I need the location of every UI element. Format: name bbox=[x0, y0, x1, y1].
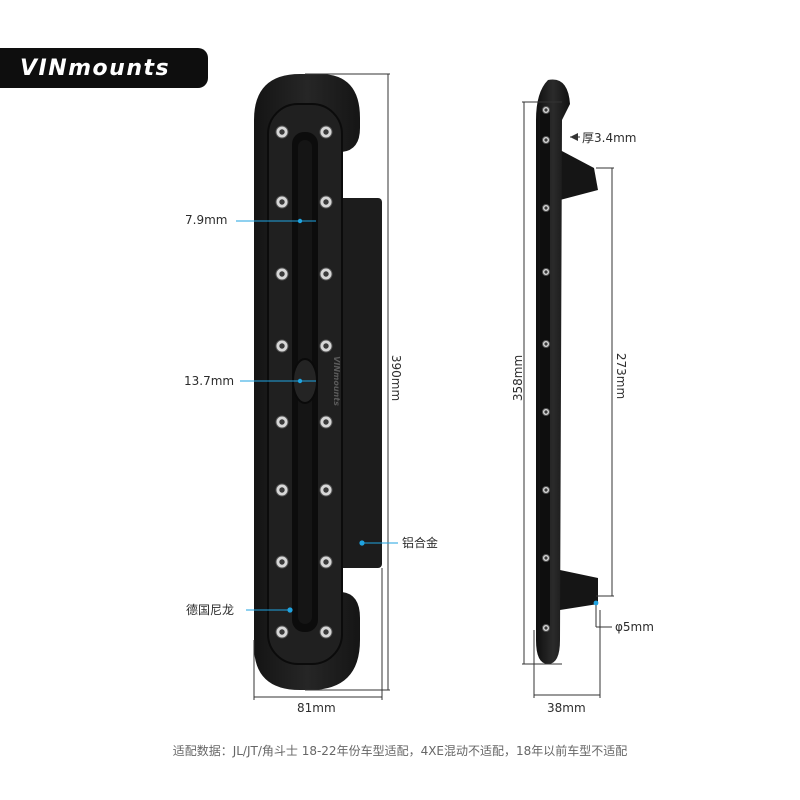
thickness-arrow bbox=[570, 133, 578, 141]
material-alloy-label: 铝合金 bbox=[402, 536, 439, 550]
bolt-icon-socket bbox=[323, 199, 329, 205]
material-nylon-label: 德国尼龙 bbox=[186, 603, 235, 617]
slot-center-label: 13.7mm bbox=[184, 374, 235, 388]
bolt-icon-socket bbox=[279, 271, 285, 277]
bolt-icon-socket bbox=[279, 487, 285, 493]
side-bolt-icon-socket bbox=[544, 488, 548, 492]
leader-dots-left bbox=[287, 218, 365, 613]
height-label: 390mm bbox=[389, 354, 404, 402]
bolt-icon-socket bbox=[279, 129, 285, 135]
compatibility-note: 适配数据：JL/JT/角斗士 18-22年份车型适配，4XE混动不适配，18年以… bbox=[172, 744, 628, 758]
bolt-icon-socket bbox=[279, 419, 285, 425]
bolt-icon-socket bbox=[323, 271, 329, 277]
bolt-icon-socket bbox=[279, 629, 285, 635]
side-bolt-icon-socket bbox=[544, 342, 548, 346]
side-bolt-icon-socket bbox=[544, 410, 548, 414]
bolt-icon-socket bbox=[323, 129, 329, 135]
outer-length-label: 358mm bbox=[511, 354, 526, 402]
hole-diameter-label: φ5mm bbox=[615, 620, 654, 634]
side-profile bbox=[536, 79, 598, 664]
dimension-lines-left bbox=[253, 73, 390, 700]
brand-badge: VINmounts bbox=[0, 48, 208, 88]
nylon-rail bbox=[254, 74, 360, 690]
bolt-icon-socket bbox=[323, 419, 329, 425]
bolt-icon-socket bbox=[323, 559, 329, 565]
bolt-icon-socket bbox=[323, 629, 329, 635]
bolt-icon-socket bbox=[279, 199, 285, 205]
side-width-label: 38mm bbox=[547, 701, 586, 715]
side-bolt-icon-socket bbox=[544, 270, 548, 274]
side-bolt-icon-socket bbox=[544, 108, 548, 112]
brand-name: VINmounts bbox=[20, 55, 171, 81]
bolt-icon-socket bbox=[279, 559, 285, 565]
side-bolts bbox=[542, 106, 550, 632]
thickness-label: 厚3.4mm bbox=[582, 131, 637, 145]
bolt-icon-socket bbox=[279, 343, 285, 349]
leader-lines-left bbox=[236, 220, 398, 611]
bolt-holes bbox=[275, 125, 333, 639]
side-bolt-icon-socket bbox=[544, 206, 548, 210]
side-bolt-icon-socket bbox=[544, 626, 548, 630]
side-bolt-icon-socket bbox=[544, 138, 548, 142]
dimension-lines-right bbox=[522, 101, 614, 698]
bolt-icon-socket bbox=[323, 487, 329, 493]
hole-marker bbox=[593, 600, 599, 606]
bolt-icon-socket bbox=[323, 343, 329, 349]
side-bolt-icon-socket bbox=[544, 556, 548, 560]
slot-width-label: 7.9mm bbox=[185, 213, 228, 227]
width-label: 81mm bbox=[297, 701, 336, 715]
hole-spacing-label: 273mm bbox=[614, 352, 629, 400]
engraved-logo: VINmounts bbox=[332, 356, 341, 406]
